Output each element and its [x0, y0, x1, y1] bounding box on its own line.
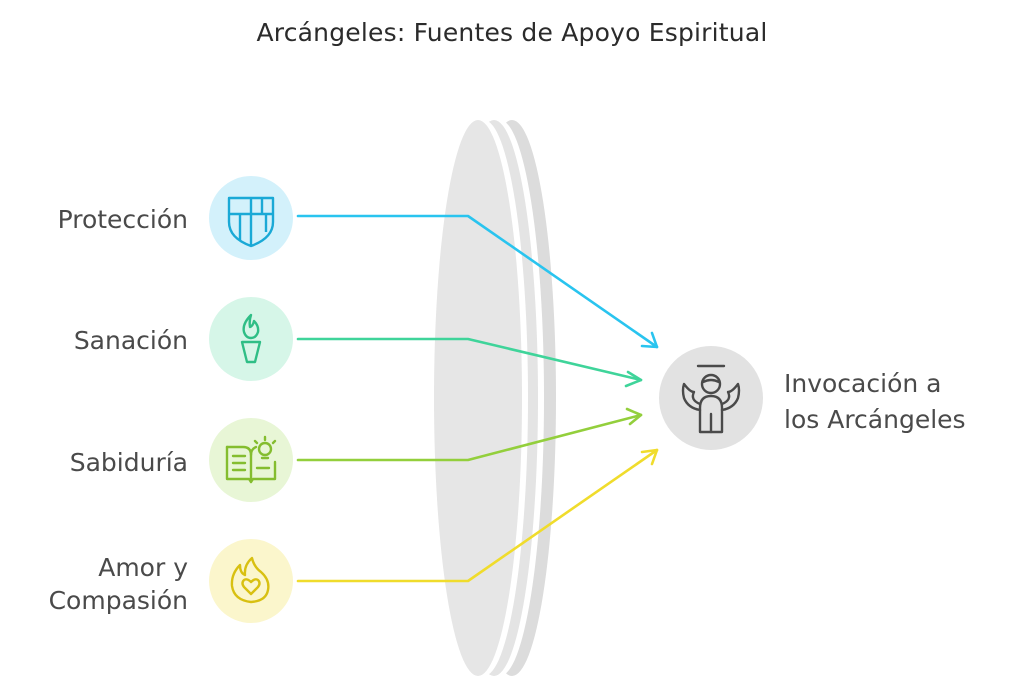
page-title: Arcángeles: Fuentes de Apoyo Espiritual [256, 18, 768, 47]
label-amor-line2: Compasión [48, 586, 188, 615]
shield-icon [227, 196, 275, 248]
book-lightbulb-icon [225, 435, 277, 484]
label-amor-line1: Amor y [98, 553, 188, 582]
label-sabiduria: Sabiduría [69, 448, 188, 477]
flame-heart-icon [230, 556, 270, 604]
label-proteccion: Protección [57, 205, 188, 234]
node-amor [209, 539, 293, 623]
node-proteccion [209, 176, 293, 260]
torch-icon [240, 313, 262, 364]
connector-proteccion [296, 214, 659, 349]
angel-icon [681, 364, 741, 434]
node-sabiduria [209, 418, 293, 502]
node-invocacion [659, 346, 763, 450]
label-amor-compasion: Amor y Compasión [49, 551, 188, 617]
label-invocacion-line1: Invocación a [784, 369, 942, 398]
label-sanacion: Sanación [73, 326, 188, 355]
label-invocacion-line2: los Arcángeles [784, 405, 966, 434]
label-invocacion: Invocación a los Arcángeles [784, 366, 966, 438]
connector-sanacion [296, 337, 643, 388]
node-sanacion [209, 297, 293, 381]
connector-sabiduria [296, 407, 643, 462]
connector-amor [296, 448, 659, 583]
lens-shape [434, 120, 556, 676]
